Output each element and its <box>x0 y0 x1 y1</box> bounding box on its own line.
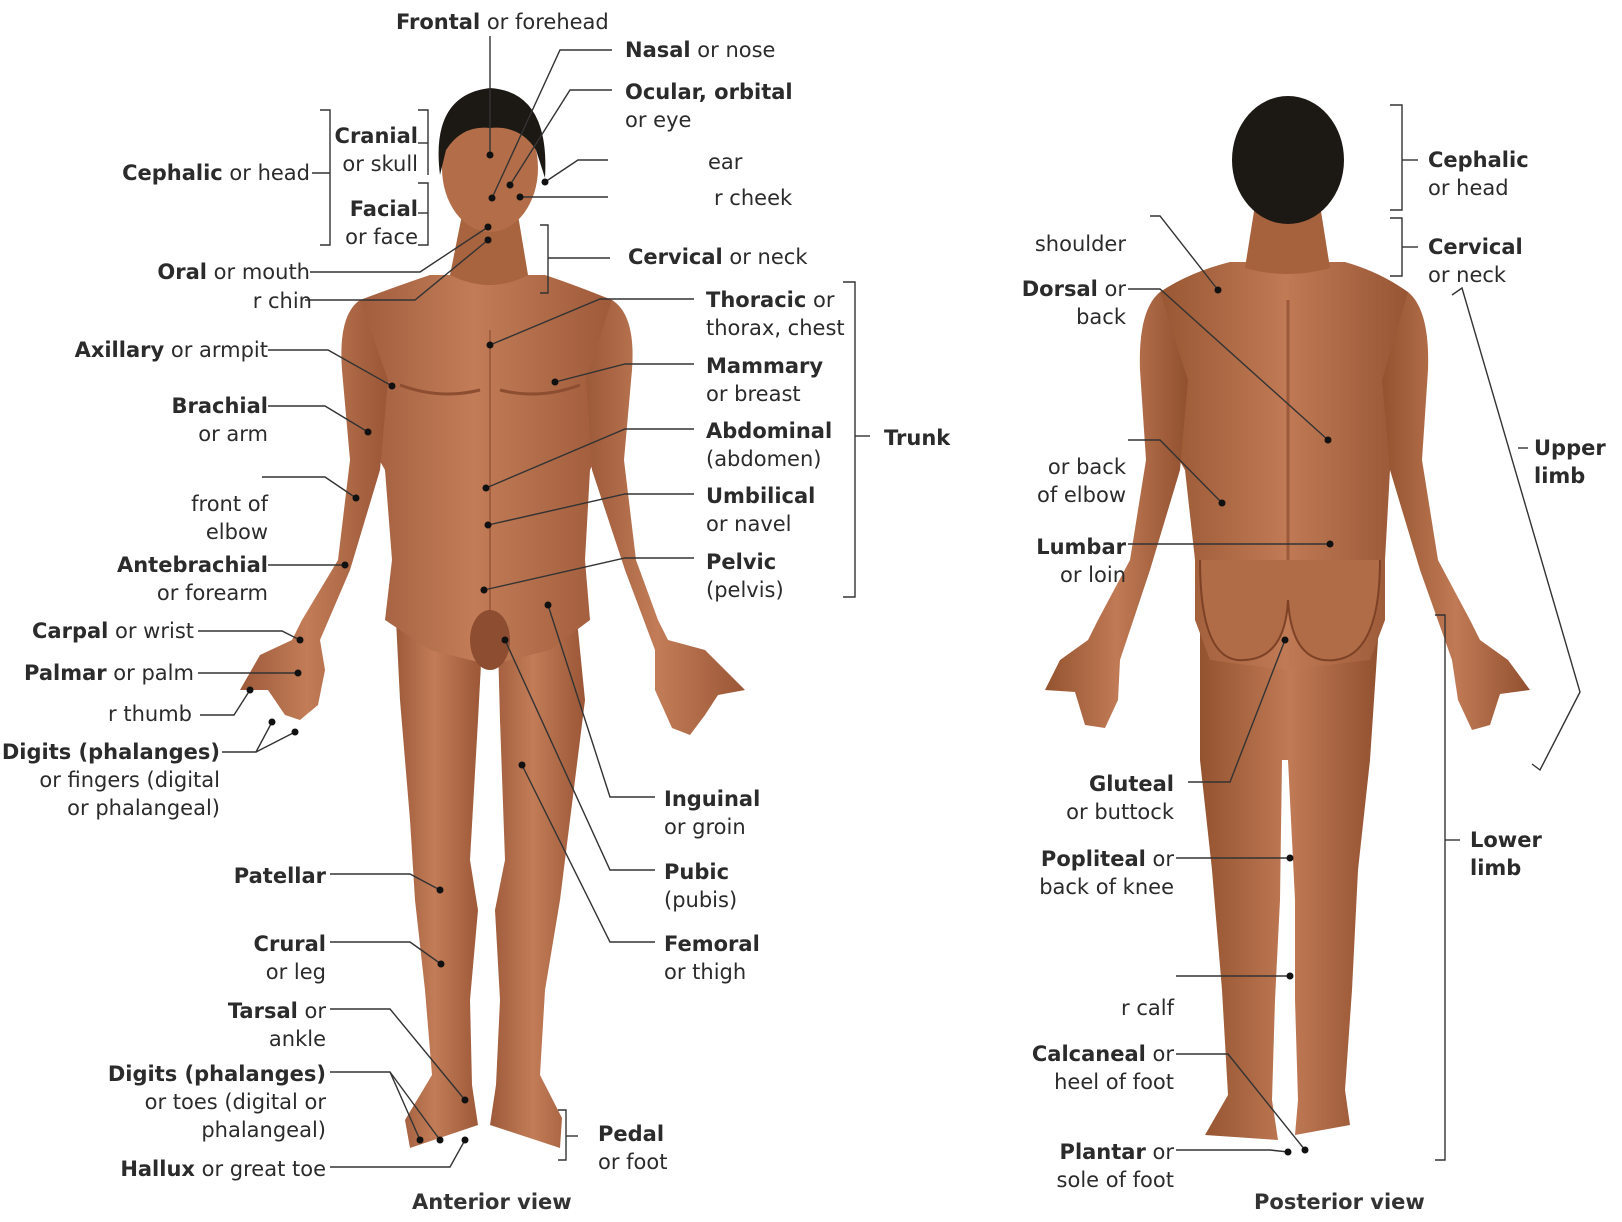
label-cervical-anterior: Cervical or neck <box>628 243 808 271</box>
label-trunk: Trunk <box>884 424 950 452</box>
label-nasal: Nasal or nose <box>625 36 775 64</box>
label-oral: Oral or mouth <box>157 258 310 286</box>
anterior-left-leg <box>490 600 585 1148</box>
label-sural: r calf <box>1121 994 1174 1022</box>
label-buccal: r cheek <box>714 184 792 212</box>
label-pelvic: Pelvic(pelvis) <box>706 548 784 604</box>
posterior-head <box>1232 96 1344 224</box>
label-pubic: Pubic(pubis) <box>664 858 737 914</box>
caption-anterior-view: Anterior view <box>412 1190 572 1214</box>
label-pollex: r thumb <box>108 700 192 728</box>
label-frontal: Frontal or forehead <box>396 8 609 36</box>
posterior-right-arm <box>1382 292 1530 730</box>
posterior-left-arm <box>1045 292 1188 728</box>
label-hallux: Hallux or great toe <box>120 1155 326 1183</box>
label-patellar: Patellar <box>234 862 326 890</box>
label-abdominal: Abdominal(abdomen) <box>706 417 832 473</box>
label-palmar: Palmar or palm <box>24 659 194 687</box>
label-cephalic-anterior: Cephalic or head <box>122 159 310 187</box>
label-carpal: Carpal or wrist <box>32 617 194 645</box>
label-otic: ear <box>708 148 742 176</box>
label-mental: r chin <box>253 287 312 315</box>
posterior-legs <box>1200 610 1380 1140</box>
anterior-torso <box>346 275 629 665</box>
caption-posterior-view: Posterior view <box>1254 1190 1425 1214</box>
label-axillary: Axillary or armpit <box>75 336 268 364</box>
label-acromial: shoulder <box>1035 230 1126 258</box>
